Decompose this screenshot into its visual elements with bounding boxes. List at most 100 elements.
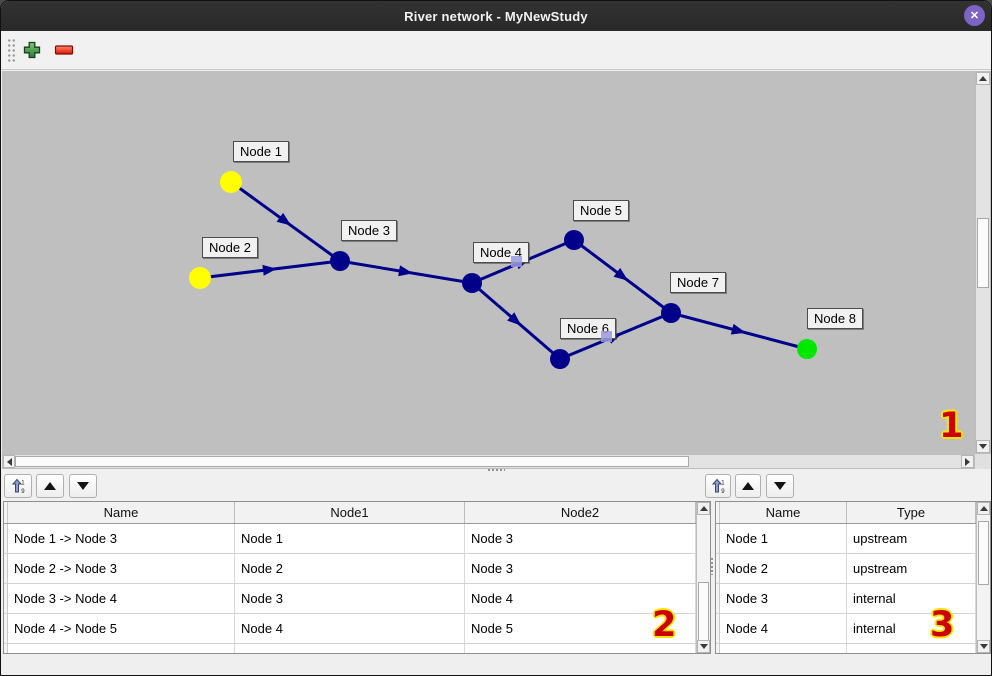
column-header[interactable]: Name	[8, 502, 235, 523]
river-node[interactable]	[797, 339, 817, 359]
link-direction-arrow	[730, 323, 746, 335]
canvas-hscrollbar[interactable]	[2, 454, 975, 469]
tables-splitter[interactable]	[711, 501, 715, 654]
add-node-button[interactable]	[19, 37, 45, 63]
table-cell: upstream	[847, 524, 976, 553]
svg-text:9: 9	[21, 489, 25, 494]
link-direction-arrow	[507, 312, 522, 326]
svg-text:1: 1	[721, 481, 725, 487]
links-sort-button[interactable]: 1 9	[4, 474, 32, 498]
scroll-left-button[interactable]	[3, 455, 15, 468]
node-label[interactable]: Node 1	[233, 141, 289, 162]
scroll-down-button[interactable]	[977, 640, 990, 653]
table-cell: Node 1	[235, 524, 465, 553]
table-cell	[847, 644, 976, 653]
canvas-hscrollbar-thumb[interactable]	[15, 456, 689, 467]
label-anchor[interactable]	[511, 256, 522, 267]
river-node[interactable]	[462, 273, 482, 293]
canvas-vscrollbar-thumb[interactable]	[977, 218, 989, 288]
remove-node-button[interactable]	[51, 37, 77, 63]
nodes-table-vscrollbar[interactable]	[976, 502, 990, 653]
river-node[interactable]	[220, 171, 242, 193]
toolbar-grip[interactable]	[7, 38, 16, 63]
table-row[interactable]	[716, 644, 990, 653]
close-button[interactable]: ✕	[964, 5, 985, 26]
river-node[interactable]	[661, 303, 681, 323]
nodes-table-scroll-thumb[interactable]	[978, 521, 989, 585]
label-anchor[interactable]	[601, 331, 612, 342]
table-cell: internal	[847, 584, 976, 613]
node-label[interactable]: Node 2	[202, 237, 258, 258]
scroll-up-button[interactable]	[976, 72, 990, 85]
annotation-3: 3	[930, 605, 955, 645]
nodes-move-down-button[interactable]	[766, 474, 794, 498]
scroll-up-button[interactable]	[977, 502, 990, 515]
link-direction-arrow	[398, 265, 413, 277]
triangle-down-icon	[979, 444, 987, 449]
tables-splitter-handle[interactable]	[710, 557, 715, 575]
table-cell: Node 2	[235, 554, 465, 583]
row-header-strip	[4, 644, 8, 653]
table-cell: Node 1	[720, 524, 847, 553]
nodes-move-up-button[interactable]	[735, 474, 761, 498]
links-move-down-button[interactable]	[69, 474, 97, 498]
nodes-sort-button[interactable]: 1 9	[705, 474, 731, 498]
link-direction-arrow	[276, 212, 292, 226]
column-header[interactable]: Name	[720, 502, 847, 523]
table-cell: Node 3	[235, 584, 465, 613]
row-header-strip	[716, 524, 720, 553]
links-table-scroll-thumb[interactable]	[698, 582, 709, 642]
river-node[interactable]	[550, 349, 570, 369]
titlebar[interactable]: River network - MyNewStudy ✕	[1, 1, 991, 31]
table-cell	[465, 644, 696, 653]
table-row[interactable]	[4, 644, 710, 653]
links-move-up-button[interactable]	[36, 474, 64, 498]
node-label[interactable]: Node 3	[341, 220, 397, 241]
scroll-down-button[interactable]	[697, 640, 710, 653]
river-node[interactable]	[189, 267, 211, 289]
table-cell: Node 1 -> Node 3	[8, 524, 235, 553]
links-table-vscrollbar[interactable]	[696, 502, 710, 653]
scroll-down-button[interactable]	[976, 440, 990, 453]
table-cell: internal	[847, 614, 976, 643]
triangle-down-icon	[699, 644, 708, 649]
column-header[interactable]: Type	[847, 502, 976, 523]
column-header[interactable]: Node1	[235, 502, 465, 523]
annotation-2: 2	[652, 605, 677, 645]
scroll-up-button[interactable]	[697, 502, 710, 515]
triangle-left-icon	[6, 457, 12, 466]
node-label[interactable]: Node 8	[807, 308, 863, 329]
column-header[interactable]: Node2	[465, 502, 696, 523]
table-cell	[235, 644, 465, 653]
river-node[interactable]	[330, 251, 350, 271]
row-header-strip	[4, 584, 8, 613]
node-label[interactable]: Node 5	[573, 200, 629, 221]
canvas-vscrollbar[interactable]	[975, 71, 991, 454]
scroll-right-button[interactable]	[961, 455, 974, 468]
river-node[interactable]	[564, 230, 584, 250]
row-header-strip	[716, 614, 720, 643]
table-cell: Node 3 -> Node 4	[8, 584, 235, 613]
node-label[interactable]: Node 7	[670, 272, 726, 293]
triangle-right-icon	[965, 457, 970, 466]
table-cell: Node 3	[720, 584, 847, 613]
triangle-up-icon	[742, 482, 754, 490]
triangle-up-icon	[44, 482, 56, 490]
splitter-handle[interactable]	[487, 468, 505, 473]
sort-1-9-arrow-icon: 1 9	[711, 478, 725, 494]
table-cell	[720, 644, 847, 653]
